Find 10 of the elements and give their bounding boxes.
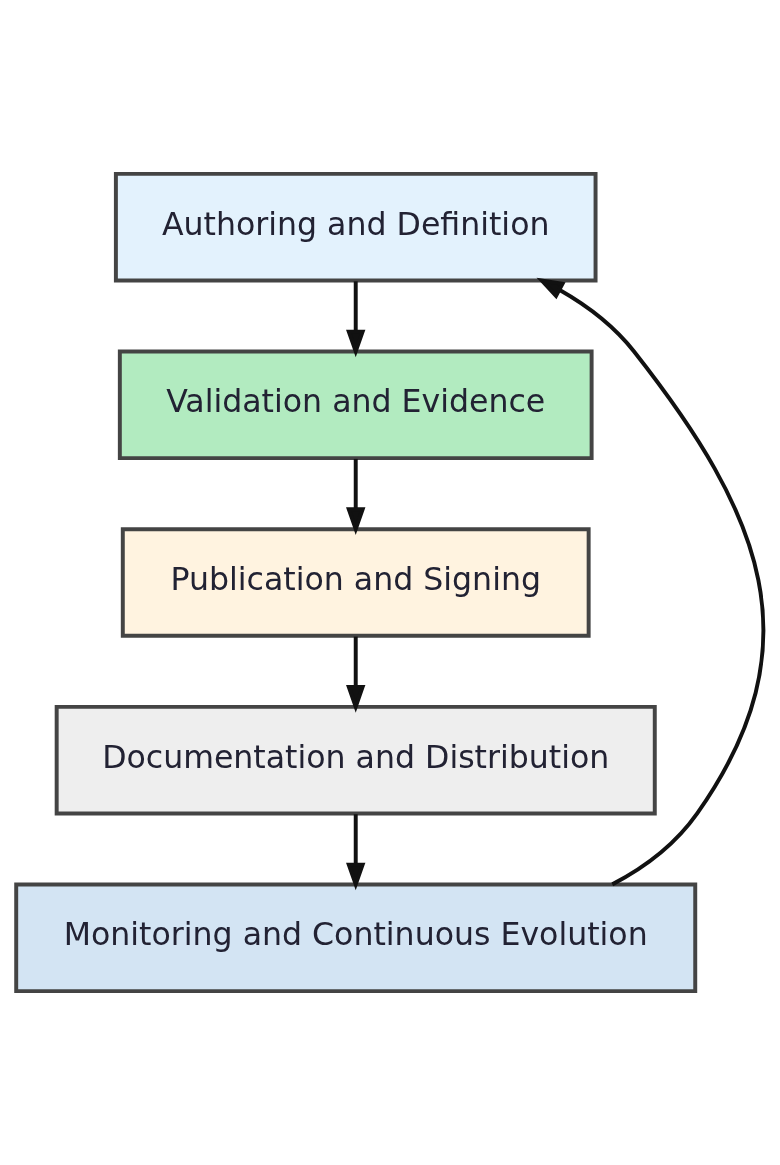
node-box: Validation and Evidence [117,349,594,461]
node-box: Monitoring and Continuous Evolution [14,882,698,994]
arrow [536,277,765,887]
node-box: Authoring and Definition [113,171,598,283]
arrow [346,814,366,891]
arrow [346,636,366,713]
arrow [346,458,366,536]
node-box: Publication and Signing [120,527,591,638]
node-box: Documentation and Distribution [54,704,657,816]
arrow [346,281,366,358]
